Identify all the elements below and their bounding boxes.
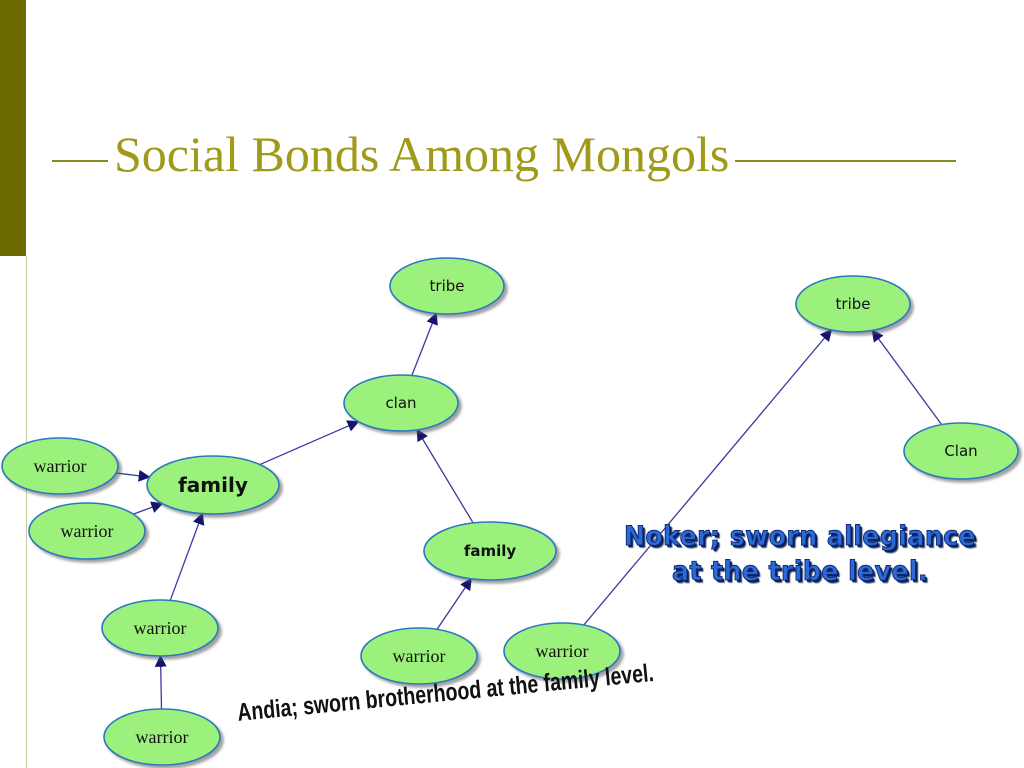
node-family-b: family <box>423 521 557 581</box>
node-ellipse <box>423 521 557 581</box>
edge-family-a-to-clan-a <box>259 420 360 466</box>
node-label: tribe <box>836 295 871 313</box>
node-warrior-2: warrior <box>28 502 146 560</box>
node-label: family <box>464 542 517 560</box>
node-ellipse <box>146 455 280 515</box>
node-warrior-5: warrior <box>360 627 478 685</box>
node-label: Clan <box>944 442 977 460</box>
noker-caption: Noker; sworn allegiance at the tribe lev… <box>577 519 1023 589</box>
slide-title: Social Bonds Among Mongols <box>108 122 736 186</box>
edge-clan-b-to-tribe-b <box>871 329 943 426</box>
node-clan-a: clan <box>343 374 459 432</box>
node-warrior-6: warrior <box>503 622 621 680</box>
node-label: warrior <box>393 646 446 666</box>
node-warrior-3: warrior <box>101 599 219 657</box>
sidebar-line <box>26 256 27 768</box>
node-clan-b: Clan <box>903 422 1019 480</box>
node-layer: tribe clan family family warrior warrior warri… <box>1 257 1019 766</box>
node-ellipse <box>360 627 478 685</box>
edge-warrior-3-to-family-a <box>169 512 205 601</box>
node-label: warrior <box>134 618 187 638</box>
node-ellipse <box>1 437 119 495</box>
node-ellipse <box>343 374 459 432</box>
node-ellipse <box>103 708 221 766</box>
sidebar-accent <box>0 0 26 256</box>
node-ellipse <box>903 422 1019 480</box>
edge-layer <box>116 312 943 710</box>
noker-caption-line-2: at the tribe level. <box>671 556 929 588</box>
node-ellipse <box>503 622 621 680</box>
node-tribe-a: tribe <box>389 257 505 315</box>
edge-warrior-5-to-family-b <box>436 577 472 630</box>
node-label: family <box>178 473 248 497</box>
node-label: tribe <box>430 277 465 295</box>
node-label: warrior <box>61 521 114 541</box>
node-tribe-b: tribe <box>795 275 911 333</box>
edge-warrior-4-to-warrior-3 <box>154 654 167 710</box>
noker-caption-line-1: Noker; sworn allegiance <box>623 521 977 553</box>
node-warrior-1: warrior <box>1 437 119 495</box>
node-label: clan <box>385 394 416 412</box>
edge-warrior-2-to-family-a <box>133 501 164 515</box>
node-family-a: family <box>146 455 280 515</box>
edge-warrior-6-to-tribe-b <box>583 328 833 626</box>
node-ellipse <box>101 599 219 657</box>
edge-clan-a-to-tribe-a <box>411 312 438 376</box>
node-ellipse <box>795 275 911 333</box>
node-label: warrior <box>536 641 589 661</box>
node-label: warrior <box>34 456 87 476</box>
edge-warrior-1-to-family-a <box>116 469 151 482</box>
edge-family-b-to-clan-a <box>416 428 474 524</box>
node-ellipse <box>28 502 146 560</box>
node-label: warrior <box>136 727 189 747</box>
node-ellipse <box>389 257 505 315</box>
node-warrior-4: warrior <box>103 708 221 766</box>
